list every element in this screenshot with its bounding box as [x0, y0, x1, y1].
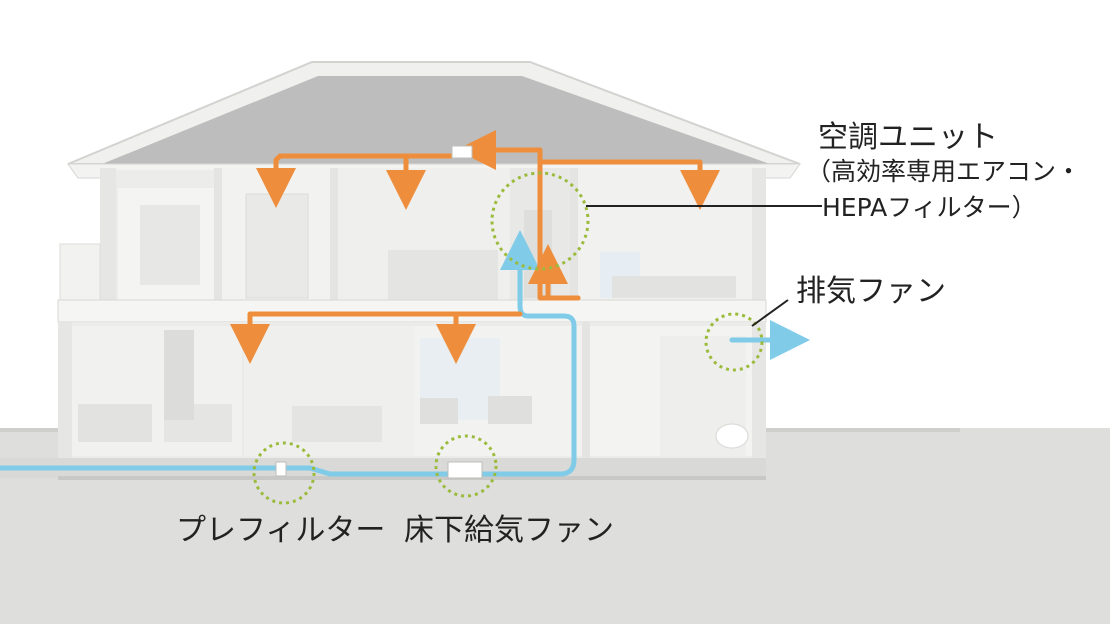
- prefilter-marker: [252, 441, 316, 505]
- exhaust-fan-label: 排気ファン: [796, 274, 946, 309]
- leader-lines: [586, 205, 822, 327]
- exhaust-fan-marker: [704, 312, 764, 372]
- first-floor: [58, 322, 766, 458]
- exhaust-fan-leader: [751, 299, 789, 327]
- ac-unit-marker: [490, 171, 590, 271]
- ac-unit-spec-label: （高効率専用エアコン・: [806, 157, 1082, 186]
- prefilter-unit: [275, 461, 287, 477]
- hepa-filter-label: HEPAフィルター）: [822, 193, 1037, 222]
- equipment-markers: [252, 171, 764, 505]
- foundation: [58, 476, 766, 480]
- underfloor-supply-fan-label: 床下給気ファン: [404, 513, 614, 548]
- underfloor-fan-marker: [434, 434, 498, 498]
- ac-unit-label: 空調ユニット: [818, 120, 998, 155]
- return-air-path: [230, 130, 720, 364]
- prefilter-label: プレフィルター: [176, 513, 386, 548]
- ac-unit: [451, 145, 473, 159]
- balcony: [59, 243, 101, 303]
- underfloor-fan-unit: [447, 461, 483, 479]
- floor-slab: [57, 299, 767, 323]
- roof: [67, 61, 801, 179]
- second-floor: [59, 168, 766, 308]
